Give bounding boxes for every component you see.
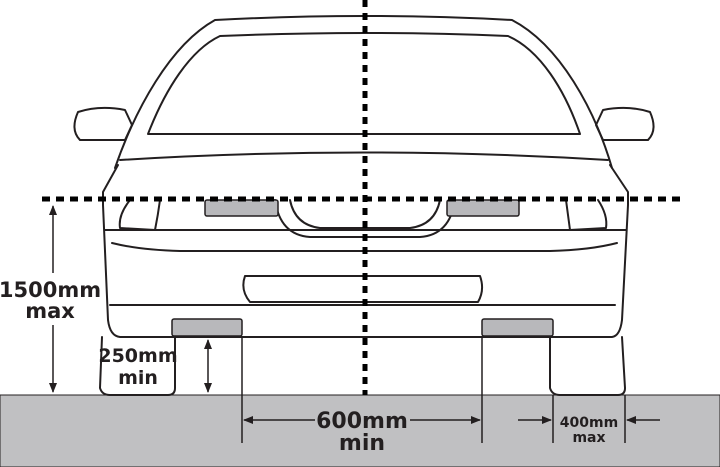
ground xyxy=(0,394,720,467)
dimension-lines xyxy=(49,205,660,443)
lower-right-lamp xyxy=(481,318,554,337)
lower-left-lamp xyxy=(171,318,243,337)
upper-right-lamp xyxy=(446,199,520,217)
min-spacing-value: 600mm xyxy=(316,409,408,434)
min-height-qualifier: min xyxy=(118,367,158,389)
right-mirror xyxy=(595,106,655,141)
lamps xyxy=(171,199,554,337)
min-height-value: 250mm xyxy=(98,345,177,367)
min-spacing-qualifier: min xyxy=(339,431,385,456)
max-edge-qualifier: max xyxy=(572,430,605,446)
right-wheel xyxy=(549,336,626,396)
max-height-value: 1500mm xyxy=(0,278,101,302)
left-wheel xyxy=(99,336,176,396)
max-height-qualifier: max xyxy=(25,299,75,323)
lower-grille xyxy=(242,275,484,303)
upper-left-lamp xyxy=(204,199,279,217)
left-mirror xyxy=(73,106,133,141)
max-edge-value: 400mm xyxy=(560,415,618,431)
car-front-outline xyxy=(73,15,655,396)
